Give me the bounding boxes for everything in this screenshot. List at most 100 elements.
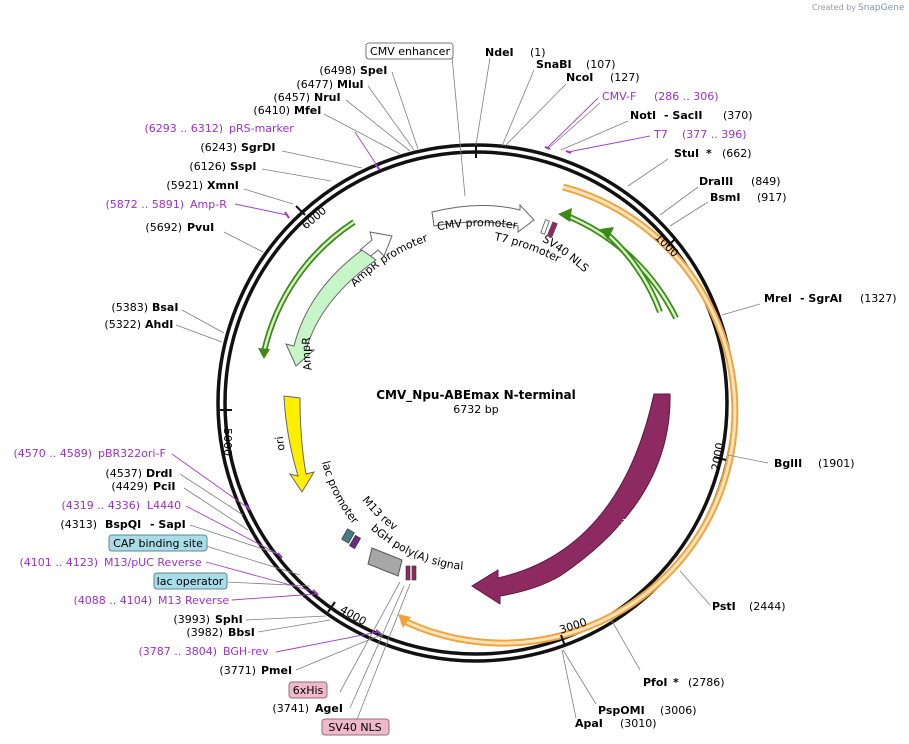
site-pos: (4429) [111, 480, 148, 493]
site-name: NotI [630, 109, 656, 122]
site-name: PstI [712, 600, 736, 613]
cmv-promoter-label: CMV promoter [436, 216, 519, 233]
site-pos: (5322) [104, 318, 141, 331]
his-tag-box[interactable]: 6xHis [288, 681, 328, 699]
site-name: XmnI [207, 179, 239, 192]
site-name: BsmI [710, 191, 741, 204]
svg-text:SV40 NLS: SV40 NLS [328, 721, 381, 734]
site-name: PspOMI [598, 704, 645, 717]
green-arrow-2[interactable] [603, 230, 663, 314]
sv40-nls-box[interactable]: SV40 NLS [321, 718, 390, 736]
site-name: MreI [764, 292, 792, 305]
t7-promoter-marker[interactable] [540, 219, 550, 235]
site-sub: - SapI [150, 518, 186, 531]
primer-pos: (4101 .. 4123) [19, 556, 98, 569]
site-sub: - SgrAI [800, 292, 842, 305]
site-name: BspQI [105, 518, 141, 531]
right-site-labels: NdeI (1) SnaBI (107) NcoI (127) CMV-F (2… [485, 46, 897, 730]
site-pos: (1901) [818, 457, 855, 470]
ori-arrow[interactable] [283, 395, 316, 493]
tick-label-5000: 5000 [221, 428, 234, 456]
site-pos: (3993) [173, 613, 210, 626]
site-pos: (2786) [688, 676, 725, 689]
site-pos: (662) [722, 147, 752, 160]
site-pos: (5383) [111, 301, 148, 314]
site-name: SgrDI [241, 141, 275, 154]
site-pos: (849) [751, 175, 781, 188]
site-name: NruI [314, 91, 341, 104]
site-pos: (2444) [749, 600, 786, 613]
primer-pos: (4088 .. 4104) [73, 594, 152, 607]
m13-marker[interactable] [348, 534, 362, 550]
ruler-ticks [220, 145, 727, 647]
primer-name: BGH-rev [223, 645, 269, 658]
site-name: NdeI [485, 46, 514, 59]
lac-operator-box[interactable]: lac operator [153, 572, 228, 590]
primer-pos: (4319 .. 4336) [61, 499, 140, 512]
lac-operator-marker[interactable] [341, 528, 355, 544]
his-tag-marker[interactable] [411, 565, 417, 581]
cmv-promoter-arrow[interactable] [431, 203, 535, 233]
site-pos: (107) [586, 58, 616, 71]
site-sub: - SacII [664, 109, 702, 122]
site-pos: (3006) [660, 704, 697, 717]
primer-pos: (3787 .. 3804) [138, 645, 217, 658]
site-name: AgeI [315, 702, 343, 715]
primer-pos: (6293 .. 6312) [144, 122, 223, 135]
primer-name: T7 [653, 128, 668, 141]
primer-name: pRS-marker [229, 122, 294, 135]
site-pos: (370) [723, 109, 753, 122]
site-name: DrdI [146, 467, 173, 480]
bgh-polya-box[interactable] [367, 547, 403, 577]
leader-lines-left [175, 56, 466, 723]
site-name: PmeI [261, 664, 292, 677]
site-pos: (4537) [105, 467, 142, 480]
site-pos: (3771) [219, 664, 256, 677]
site-name: PciI [153, 480, 175, 493]
site-name: BbsI [228, 626, 255, 639]
site-pos: (5692) [145, 221, 182, 234]
primer-name: Amp-R [190, 198, 227, 211]
site-pos: (1327) [860, 292, 897, 305]
ori-label: ori [273, 436, 288, 452]
site-name: NcoI [566, 71, 593, 84]
cas9-arrow[interactable] [471, 393, 671, 605]
primer-pos: (286 .. 306) [654, 90, 719, 103]
tick-label-6000: 6000 [299, 204, 329, 232]
site-pos: (127) [610, 71, 640, 84]
site-name: MluI [337, 78, 364, 91]
lac-promoter-label: lac promoter [319, 460, 361, 527]
cap-binding-site-box[interactable]: CAP binding site [108, 534, 208, 552]
left-site-labels: (6498) SpeI (6477) MluI (6457) NruI (641… [13, 64, 387, 715]
site-pos: (6477) [296, 78, 333, 91]
primer-name: L4440 [147, 499, 181, 512]
svg-text:CAP binding site: CAP binding site [113, 537, 203, 550]
site-pos: (3982) [186, 626, 223, 639]
primer-pos: (5872 .. 5891) [105, 198, 184, 211]
sv40-nls-marker[interactable] [546, 221, 558, 238]
site-name: SspI [230, 160, 256, 173]
site-pos: (1) [530, 46, 546, 59]
site-pos: (917) [757, 191, 787, 204]
primer-pos: (4570 .. 4589) [13, 447, 92, 460]
site-pos: (3010) [620, 717, 657, 730]
primer-name: pBR322ori-F [98, 447, 166, 460]
ampr-arrow[interactable] [285, 249, 377, 367]
sv40-nls-marker-2[interactable] [405, 565, 411, 581]
primer-leaders-left [171, 131, 379, 653]
tick-label-2000: 2000 [709, 442, 727, 472]
cmv-enhancer-box[interactable]: CMV enhancer [365, 42, 454, 60]
svg-text:lac operator: lac operator [157, 575, 224, 588]
site-name: SpeI [360, 64, 387, 77]
plasmid-name: CMV_Npu-ABEmax N-terminal [376, 388, 576, 403]
primer-name: M13/pUC Reverse [104, 556, 202, 569]
primer-name: M13 Reverse [158, 594, 229, 607]
site-pos: (6457) [273, 91, 310, 104]
site-pos: (6498) [319, 64, 356, 77]
site-pos: (5921) [166, 179, 203, 192]
site-name: SphI [215, 613, 243, 626]
site-sub: * [673, 676, 679, 689]
site-name: BglII [774, 457, 802, 470]
site-name: ApaI [575, 717, 603, 730]
